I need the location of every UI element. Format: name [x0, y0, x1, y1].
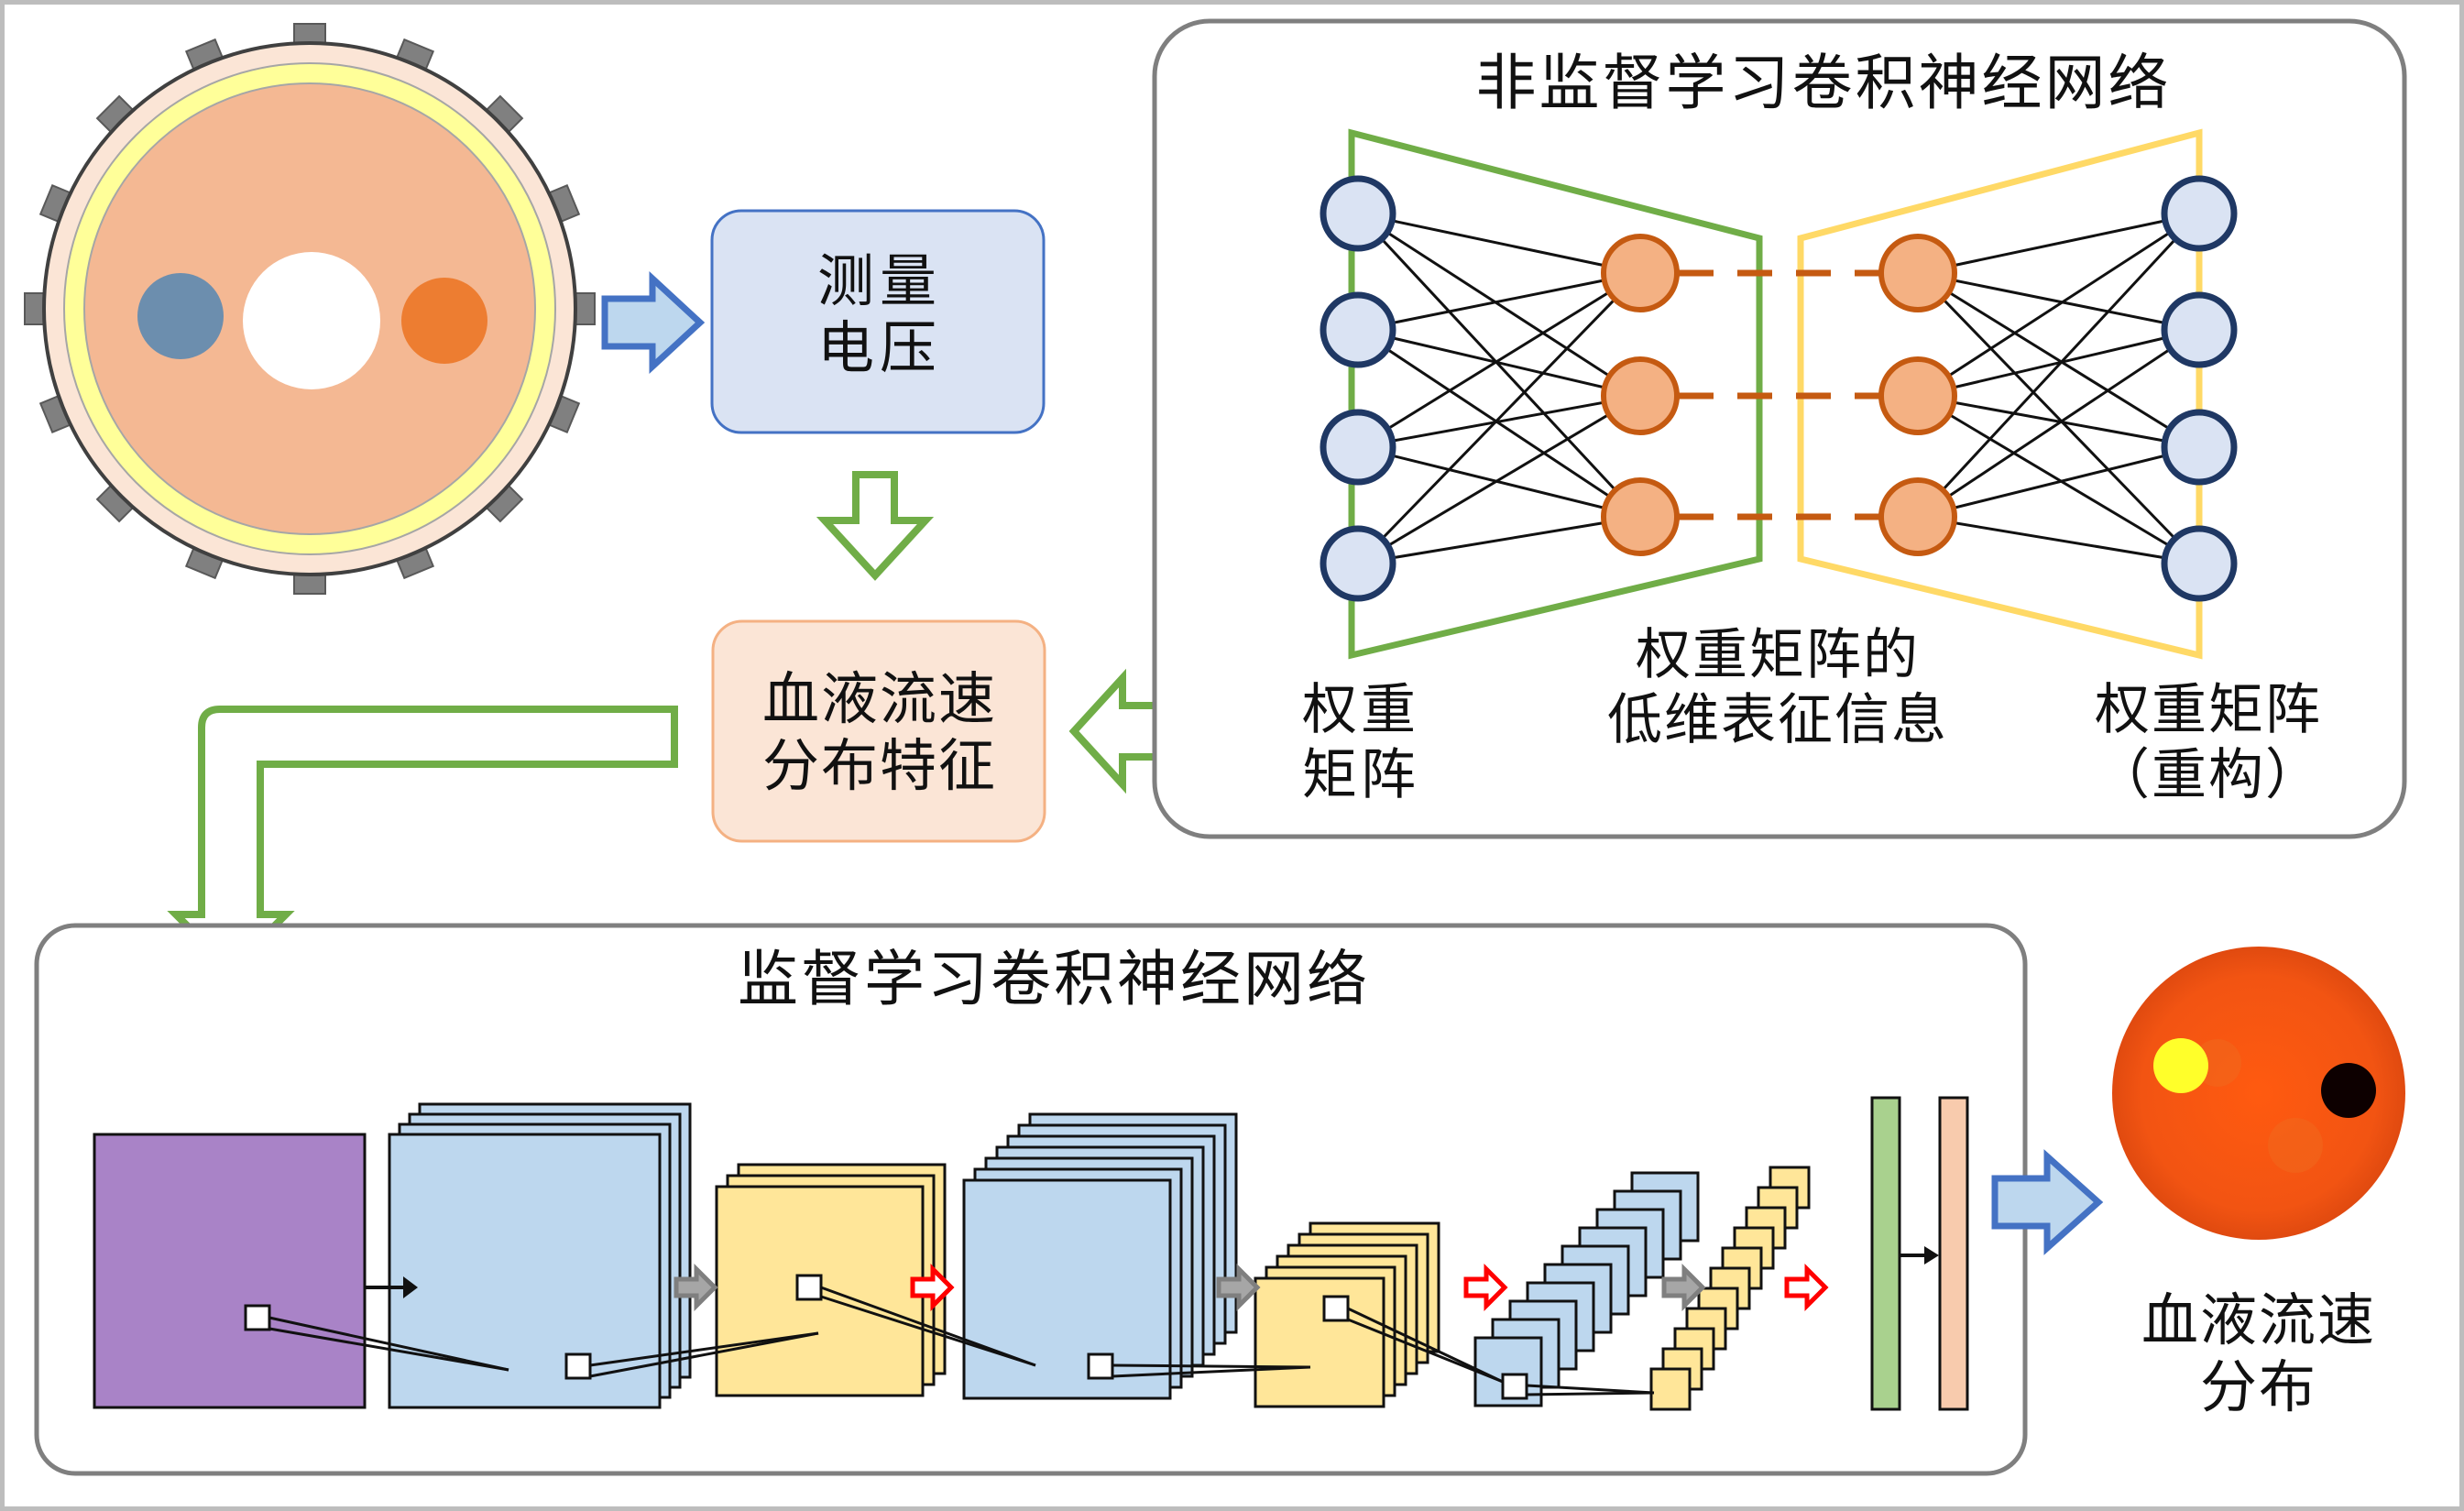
encoder-edge [1357, 445, 1641, 519]
decoder-edge [1917, 328, 2200, 519]
encoder-edge [1357, 212, 1641, 275]
decoder-edge [1917, 271, 2200, 449]
left-weight-label: 权重矩阵 [1302, 678, 1419, 807]
encoder-edge [1357, 394, 1641, 449]
output-label: 血液流速分布 [2141, 1287, 2376, 1421]
output-node [2161, 175, 2238, 252]
encoder-edge [1357, 212, 1641, 398]
latent-node [1601, 477, 1680, 556]
kernel-window [1322, 1295, 1350, 1322]
latent-label: 权重矩阵的低维表征信息 [1607, 623, 1948, 752]
decoder-edge [1917, 445, 2200, 519]
encoder-edge [1357, 271, 1641, 332]
grey-arrow-icon [1216, 1263, 1261, 1312]
decoder-edge [1916, 212, 2201, 519]
kernel-window [244, 1304, 271, 1331]
kernel-link [1526, 1384, 1655, 1395]
pool-layer-icon [1254, 1276, 1385, 1408]
dense-layer-icon [1870, 1096, 1901, 1411]
decoder-edge [1917, 212, 2200, 275]
output-node [2161, 525, 2238, 602]
output-node [2161, 291, 2238, 368]
feature-label: 血液流速分布特征 [761, 665, 997, 800]
kernel-link [1112, 1363, 1311, 1369]
grey-arrow-icon [1661, 1263, 1706, 1312]
latent-node [1601, 234, 1680, 312]
encoder-edge [1357, 394, 1641, 565]
kernel-window [564, 1352, 592, 1380]
conv-layer-icon [388, 1133, 662, 1409]
latent-node [1601, 356, 1680, 435]
encoder-edge [1357, 515, 1641, 565]
unsupervised-panel [1152, 18, 2407, 839]
latent-node [1878, 356, 1957, 435]
unsupervised-title: 非监督学习卷积神经网络 [1475, 48, 2172, 118]
right-weight-label: 权重矩阵（重构） [2095, 678, 2322, 807]
kernel-link [1347, 1307, 1504, 1384]
blue-inclusion-icon [137, 273, 224, 359]
kernel-window [1087, 1352, 1114, 1380]
decoder-edge [1917, 212, 2200, 398]
kernel-link [820, 1286, 1036, 1367]
input-node [1320, 409, 1396, 486]
kernel-link [589, 1331, 819, 1378]
input-node [1320, 175, 1396, 252]
encoder-edge [1356, 212, 1642, 519]
kernel-link [268, 1316, 509, 1372]
red-arrow-icon [1784, 1263, 1829, 1312]
input-layer-icon [93, 1133, 367, 1409]
supervised-title: 监督学习卷积神经网络 [738, 944, 1370, 1014]
input-node [1320, 525, 1396, 602]
output-image [2112, 947, 2405, 1240]
blue-arrow-icon [601, 271, 706, 374]
kernel-link [268, 1327, 509, 1372]
output-node [2161, 409, 2238, 486]
decoder-edge [1917, 515, 2200, 565]
encoder-edge [1357, 271, 1641, 449]
blood-flow-feature-box [711, 619, 1046, 843]
yellow-spot-icon [2153, 1038, 2208, 1093]
decoder-edge [1916, 271, 2201, 565]
decoder-edge [1917, 394, 2200, 565]
lumen-icon [243, 252, 380, 389]
encoder-edge [1357, 328, 1641, 519]
measure-voltage-label: 测量电压 [816, 247, 942, 382]
output-arrow-icon [1991, 1149, 2104, 1255]
red-arrow-icon [910, 1263, 955, 1312]
measure-voltage-box [710, 209, 1046, 434]
encoder-edge [1356, 271, 1642, 565]
grey-arrow-icon [673, 1263, 718, 1312]
green-left-arrow-icon [1068, 668, 1169, 794]
kernel-link [1347, 1318, 1504, 1384]
kernel-window [1501, 1373, 1528, 1400]
kernel-link [589, 1331, 819, 1367]
red-arrow-icon [1463, 1263, 1508, 1312]
green-down-arrow-icon [816, 471, 935, 581]
sensor-cross-section [24, 23, 596, 595]
input-node [1320, 291, 1396, 368]
latent-node [1878, 234, 1957, 312]
dense-layer-icon [1938, 1096, 1969, 1411]
pool-layer-icon [1649, 1367, 1692, 1411]
encoder-edge [1357, 328, 1641, 398]
kernel-link [1526, 1391, 1655, 1396]
black-spot-icon [2321, 1063, 2376, 1118]
orange-inclusion-icon [401, 278, 487, 364]
kernel-window [795, 1274, 823, 1301]
decoder-edge [1917, 394, 2200, 449]
conv-layer-icon [962, 1178, 1172, 1400]
kernel-link [820, 1295, 1036, 1367]
latent-node [1878, 477, 1957, 556]
decoder-edge [1917, 328, 2200, 398]
decoder-edge [1917, 271, 2200, 332]
kernel-link [1112, 1365, 1311, 1378]
